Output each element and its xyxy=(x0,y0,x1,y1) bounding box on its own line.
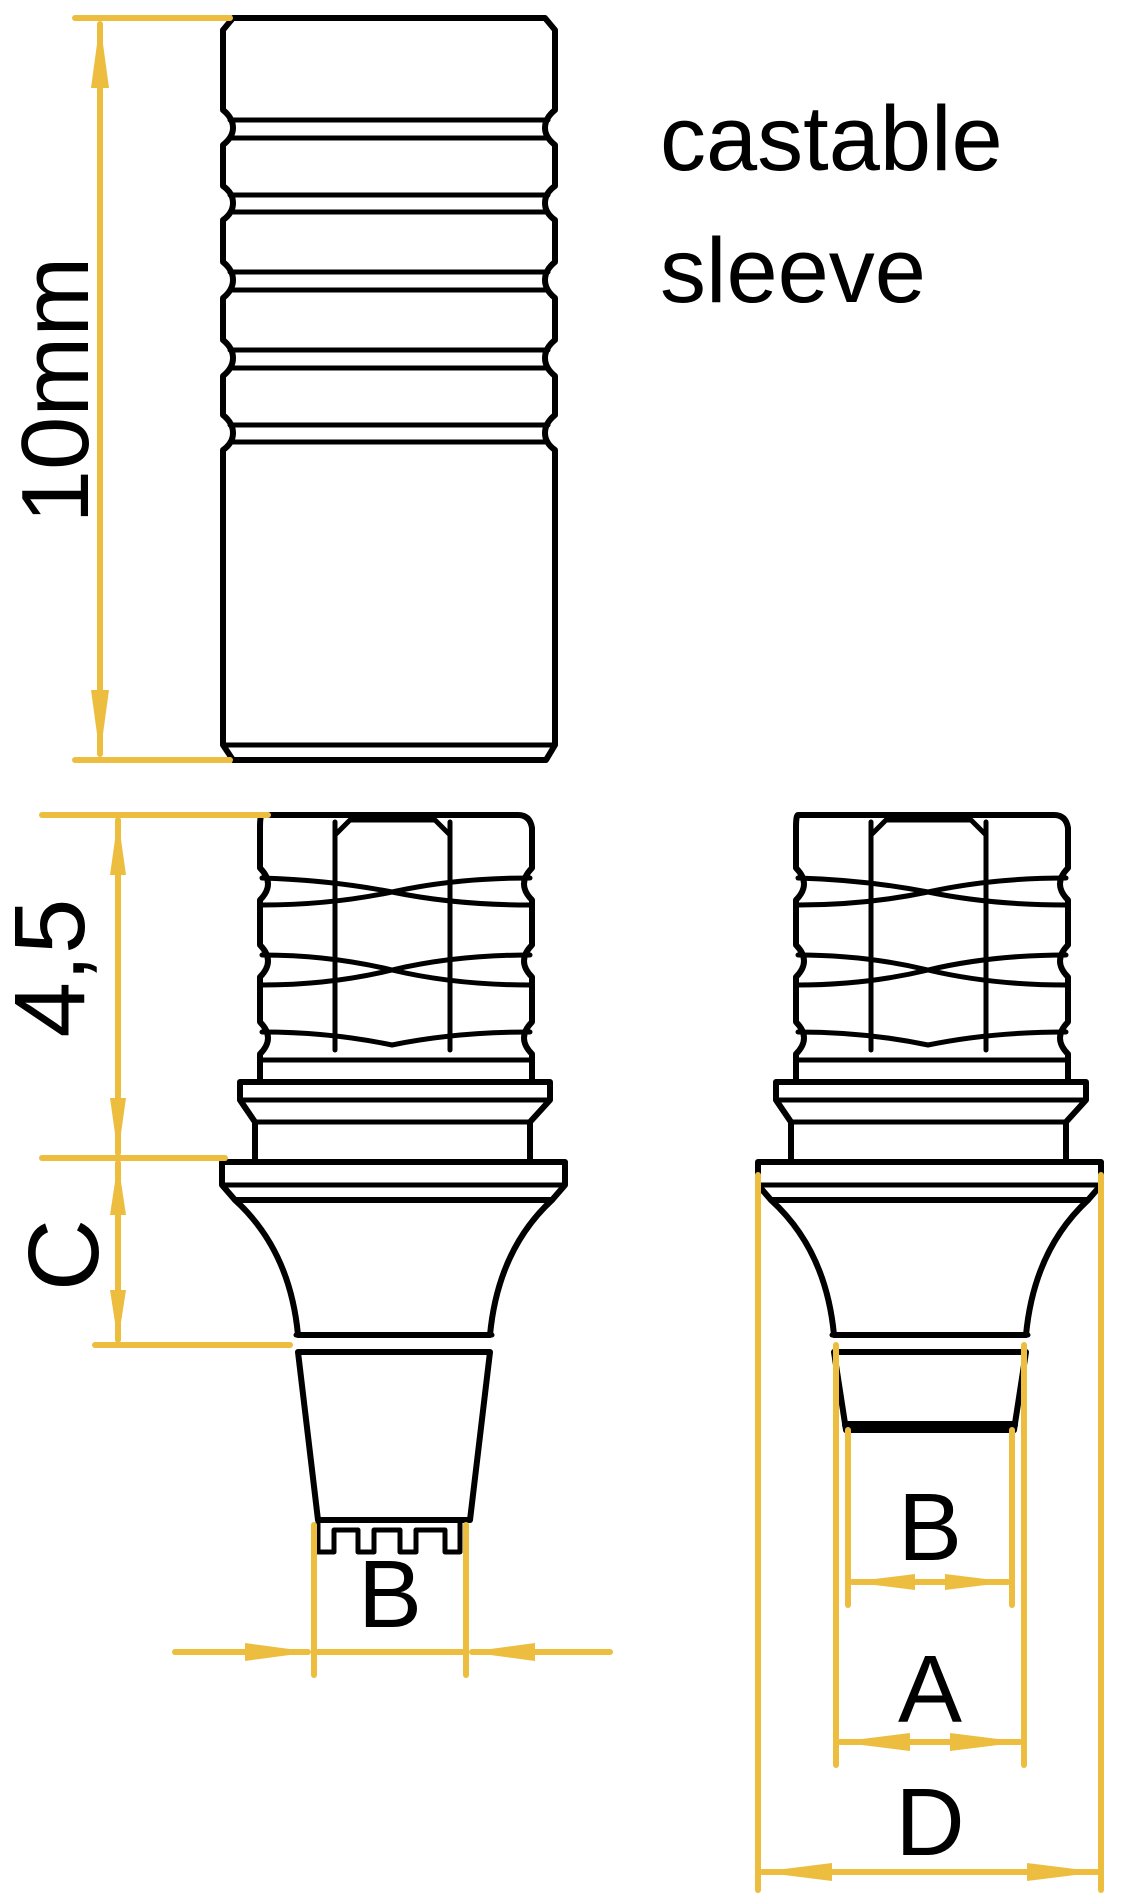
hex-top-edge xyxy=(868,817,989,838)
hex-cross-curve xyxy=(259,967,533,988)
arrow-up xyxy=(110,818,126,875)
sleeve-title-line2: sleeve xyxy=(660,220,926,322)
castable-sleeve xyxy=(220,15,558,763)
abutment-right-neck xyxy=(768,1197,1091,1338)
dim-label-4-5: 4,5 xyxy=(0,898,106,1037)
arrow-up xyxy=(110,1162,126,1215)
abutment-right-connection xyxy=(831,1349,1029,1433)
abutment-right xyxy=(755,812,1104,1433)
arrow-down xyxy=(91,690,109,756)
sleeve-title-line1: castable xyxy=(660,88,1003,190)
arrow-right xyxy=(950,1733,1022,1751)
hex-cross-curve xyxy=(259,1029,533,1048)
dim-label-10mm: 10mm xyxy=(2,257,109,524)
dim-label-c: C xyxy=(8,1219,120,1291)
dim-label-b-left: B xyxy=(358,1541,422,1648)
arrow-left xyxy=(838,1733,910,1751)
abutment-left-teeth xyxy=(315,1517,463,1555)
hex-cross-curve xyxy=(795,889,1069,908)
abutment-left-connection xyxy=(295,1349,493,1523)
dimension-lines xyxy=(39,15,1104,1893)
arrow-down xyxy=(110,1290,126,1342)
arrow-left xyxy=(850,1574,915,1590)
dim-label-d: D xyxy=(895,1769,964,1876)
arrow-right xyxy=(1027,1863,1099,1881)
hex-cross-curve xyxy=(795,1029,1069,1048)
abutment-left xyxy=(219,812,568,1555)
hex-top-edge xyxy=(332,817,453,838)
dim-label-b-right: B xyxy=(898,1474,962,1581)
sleeve-outline xyxy=(220,15,558,763)
hex-cross-curve xyxy=(259,889,533,908)
hex-cross-curve xyxy=(795,967,1069,988)
arrow-right xyxy=(945,1574,1010,1590)
abutment-right-platform xyxy=(755,1159,1104,1203)
abutment-left-neck xyxy=(232,1197,555,1338)
arrow-down xyxy=(110,1098,126,1155)
arrow-left xyxy=(760,1863,832,1881)
arrow-left xyxy=(468,1643,535,1661)
dim-label-a: A xyxy=(898,1636,962,1743)
arrow-right xyxy=(245,1643,312,1661)
arrow-up xyxy=(91,22,109,88)
abutment-left-platform xyxy=(219,1159,568,1203)
